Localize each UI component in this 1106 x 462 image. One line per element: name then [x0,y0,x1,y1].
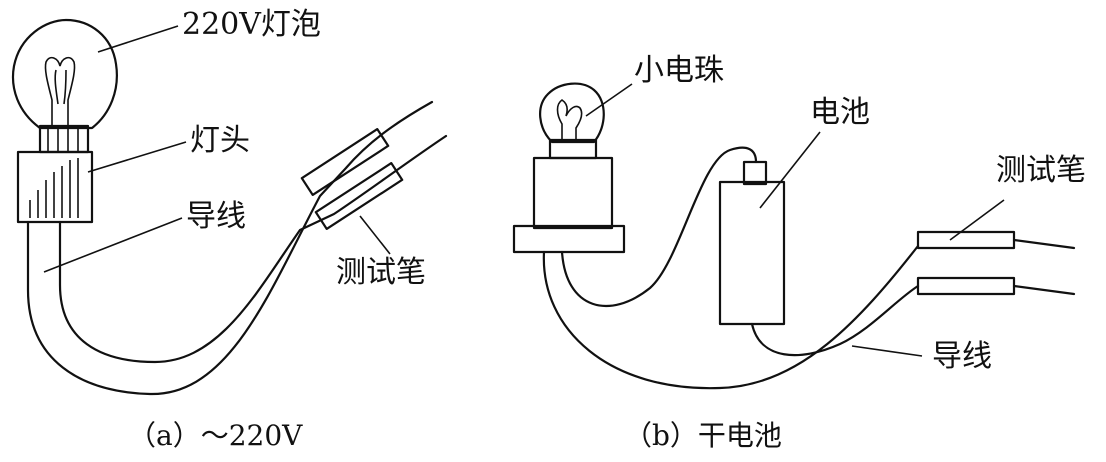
b-wire-base-to-battery [560,146,758,308]
label-small-bulb: 小电珠 [634,53,724,88]
a-cable-outer [26,100,434,396]
a-bulb-glass [12,18,118,130]
b-bulb-glass [539,82,605,144]
panel-b-drawing [512,82,1076,390]
b-battery-terminal [742,160,768,186]
b-probe-lower [916,276,1016,296]
label-battery: 电池 [810,95,870,130]
a-socket-body [16,150,94,224]
a-probe-upper [300,128,390,196]
a-probe-lower [314,162,404,230]
a-socket-hatching [29,158,79,218]
b-wire-loop [542,244,920,390]
a-bulb-filament [44,56,76,128]
a-cable-inner [58,134,448,364]
b-base-plate [512,224,626,254]
caption-b: （b）干电池 [624,419,782,452]
label-wire-a: 导线 [186,199,246,234]
label-wire-b: 导线 [932,339,992,374]
label-probe-a: 测试笔 [336,255,426,290]
caption-a: （a）～220V [128,419,303,452]
label-probe-b: 测试笔 [996,153,1086,188]
b-base-body [532,156,614,230]
label-socket: 灯头 [190,123,250,158]
b-wire-battery-to-probe [750,284,920,357]
b-probe-upper [916,230,1016,250]
label-220v-bulb: 220V灯泡 [182,7,321,42]
b-battery-body [718,180,786,326]
panel-a-drawing [12,18,448,396]
